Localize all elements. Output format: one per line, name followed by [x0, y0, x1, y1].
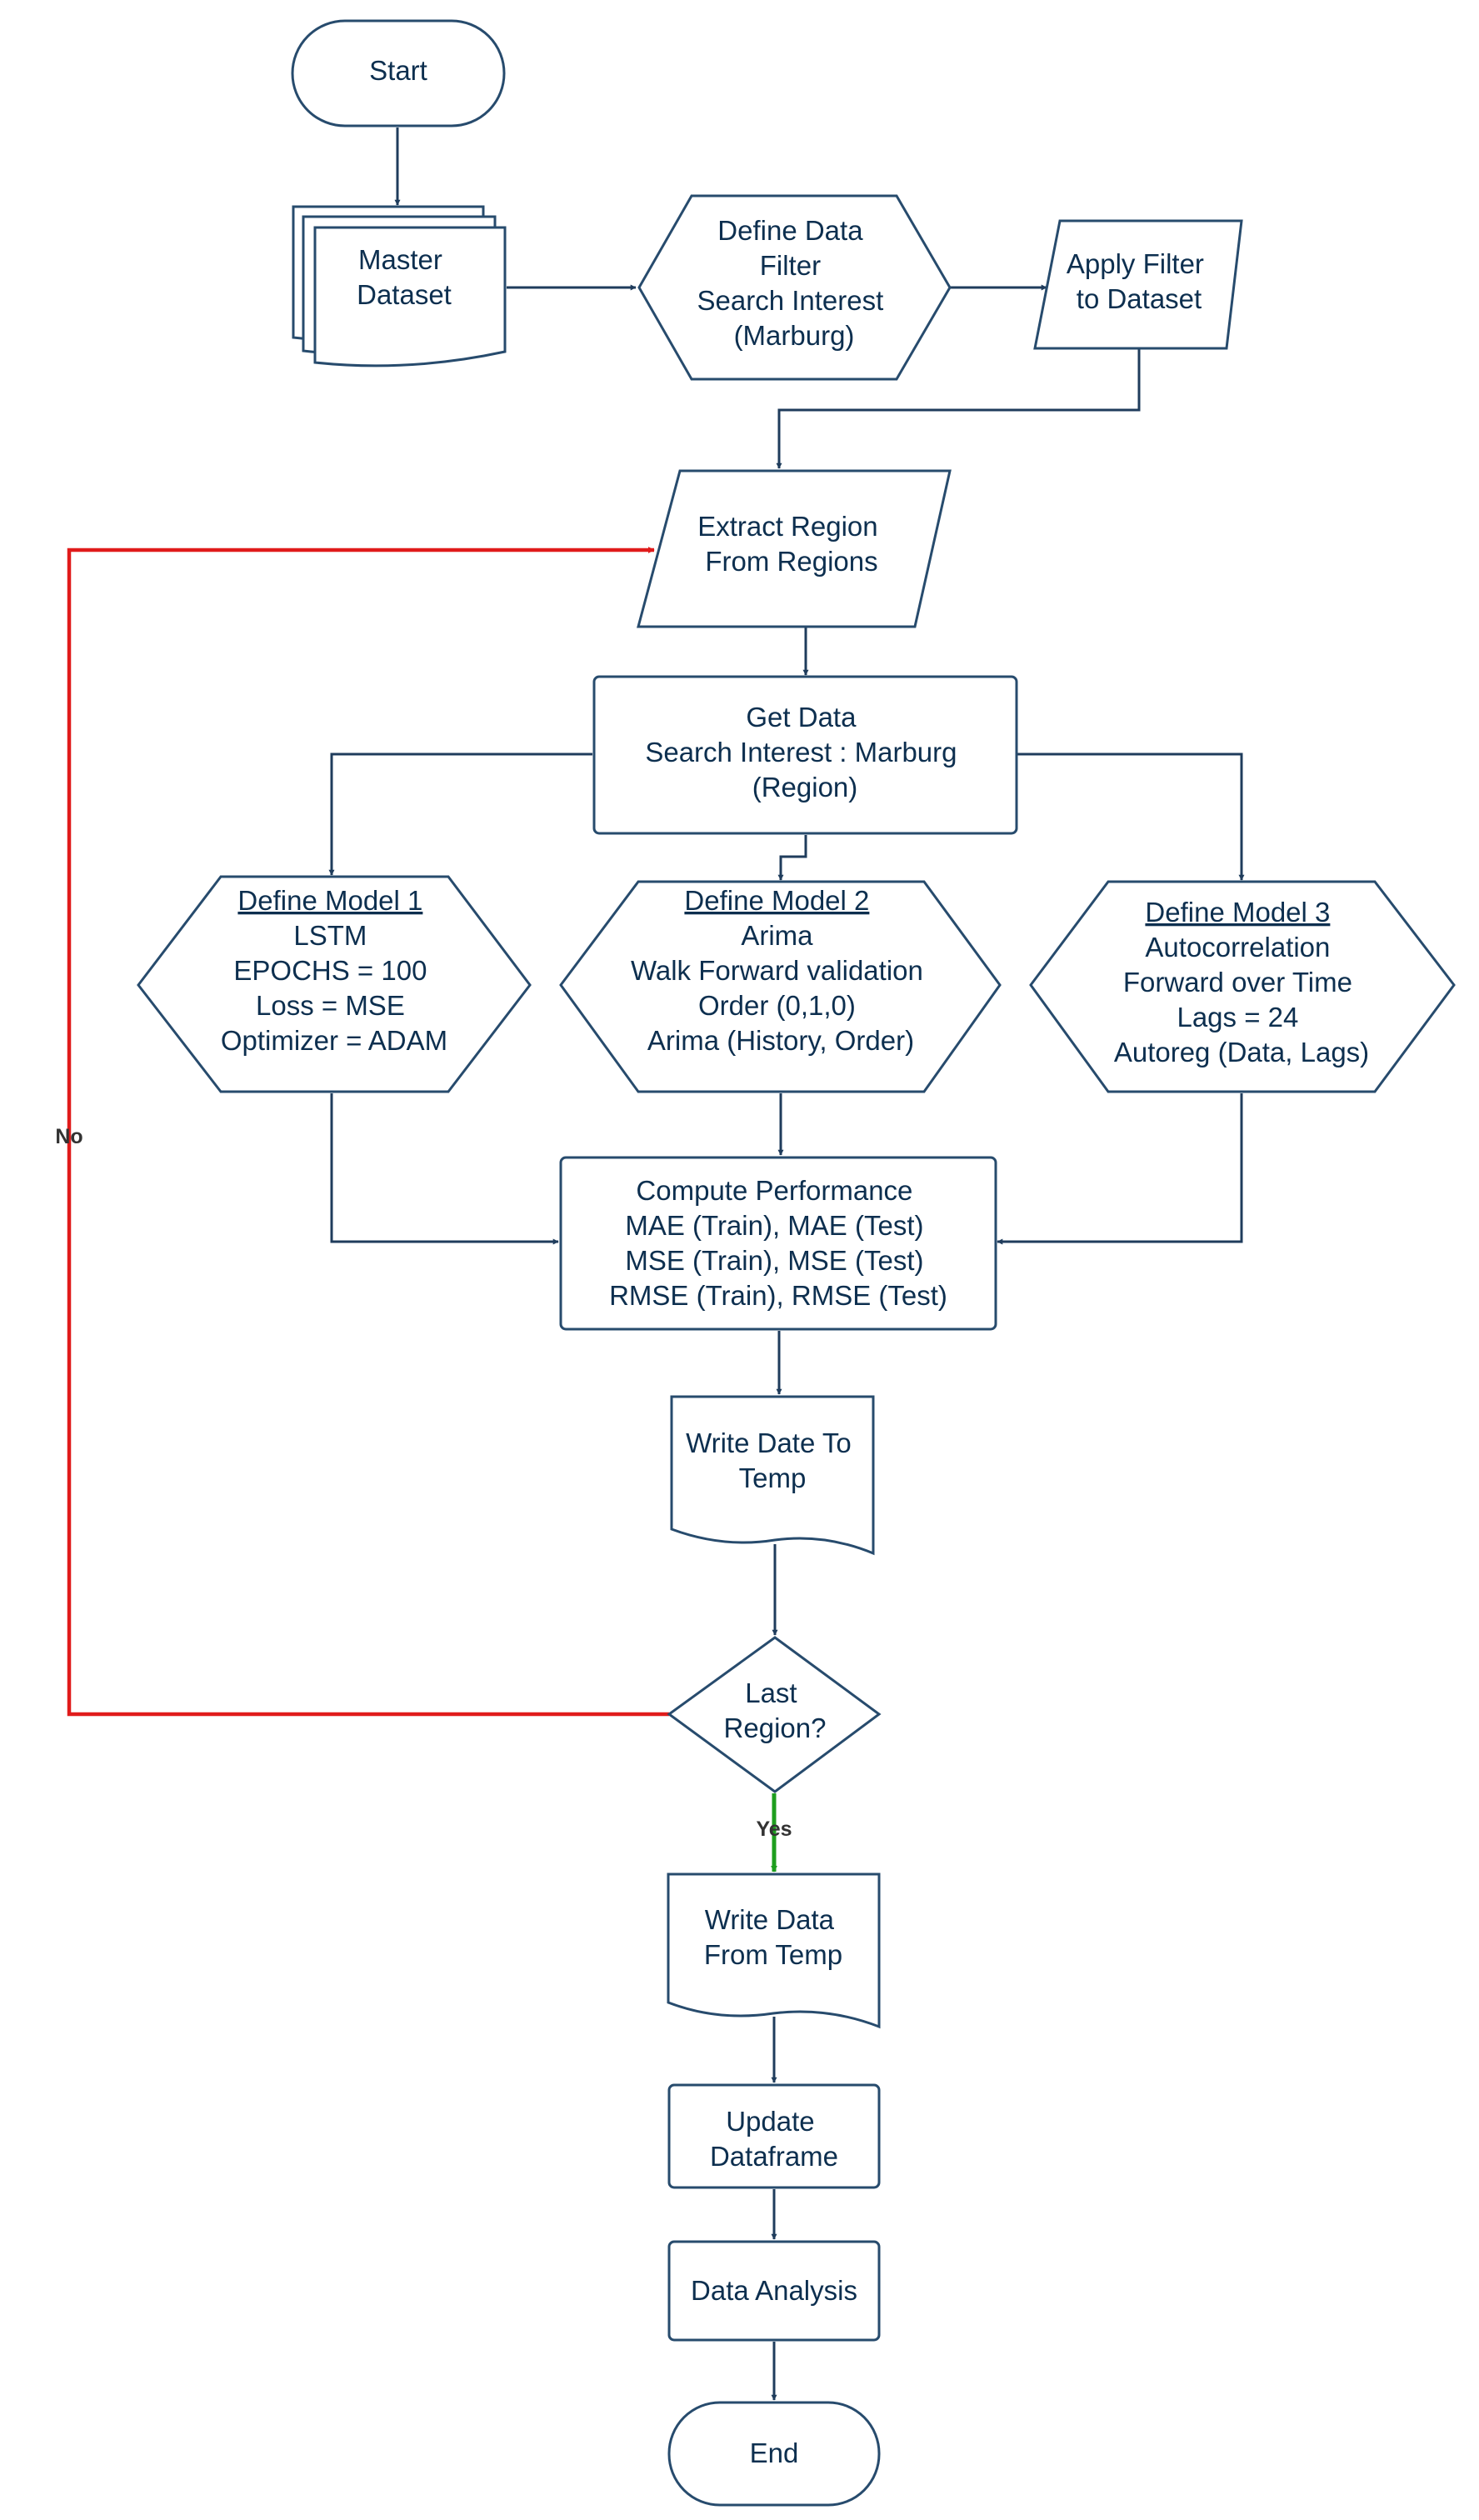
node-update-dataframe: Update Dataframe — [667, 2083, 881, 2189]
node-get-data: Get Data Search Interest : Marburg (Regi… — [592, 675, 1018, 835]
node-compute-performance: Compute Performance MAE (Train), MAE (Te… — [559, 1156, 997, 1331]
node-update-dataframe-label: Update Dataframe — [710, 2106, 838, 2172]
edge-label-yes: Yes — [756, 1818, 792, 1841]
edge-model3-to-compute — [997, 1093, 1243, 1245]
node-model3: Define Model 3 Autocorrelation Forward o… — [1029, 880, 1456, 1093]
node-last-region-label: Last Region? — [724, 1678, 827, 1743]
edge-getdata-to-model3 — [1017, 752, 1245, 881]
node-data-analysis: Data Analysis — [667, 2240, 881, 2342]
edge-getdata-to-model2 — [777, 835, 807, 881]
node-model1: Define Model 1 LSTM EPOCHS = 100 Loss = … — [137, 875, 532, 1093]
edges — [67, 128, 1245, 2401]
edge-apply-to-extract — [776, 348, 1141, 469]
edge-label-no: No — [55, 1125, 82, 1148]
node-write-temp: Write Date To Temp — [670, 1395, 875, 1556]
node-model1-label: Define Model 1 LSTM EPOCHS = 100 Loss = … — [221, 885, 447, 1056]
node-write-temp-label: Write Date To Temp — [686, 1428, 859, 1493]
node-data-analysis-label: Data Analysis — [691, 2275, 857, 2306]
node-write-from-temp-label: Write Data From Temp — [704, 1904, 842, 1970]
node-define-filter-label: Define Data Filter Search Interest (Marb… — [697, 215, 892, 351]
node-last-region: Last Region? — [667, 1636, 882, 1793]
node-model3-label: Define Model 3 Autocorrelation Forward o… — [1114, 897, 1369, 1068]
node-model2: Define Model 2 Arima Walk Forward valida… — [559, 880, 1002, 1093]
edge-no-loop — [67, 547, 669, 1717]
node-extract-region: Extract Region From Regions — [637, 469, 952, 628]
node-end-label: End — [750, 2438, 799, 2468]
node-extract-region-label: Extract Region From Regions — [697, 511, 886, 577]
node-start-label: Start — [369, 55, 427, 86]
node-compute-performance-label: Compute Performance MAE (Train), MAE (Te… — [609, 1175, 947, 1311]
node-model2-label: Define Model 2 Arima Walk Forward valida… — [631, 885, 931, 1056]
node-get-data-label: Get Data Search Interest : Marburg (Regi… — [645, 702, 964, 802]
edge-getdata-to-model1 — [328, 752, 592, 876]
node-apply-filter: Apply Filter to Dataset — [1033, 219, 1243, 350]
node-master-dataset-label: Master Dataset — [357, 244, 452, 310]
edge-model1-to-compute — [330, 1093, 559, 1245]
node-start: Start — [291, 19, 506, 128]
node-define-filter: Define Data Filter Search Interest (Marb… — [637, 194, 952, 381]
node-end: End — [667, 2401, 881, 2507]
node-master-dataset: Master Dataset — [292, 205, 507, 368]
node-write-from-temp: Write Data From Temp — [667, 1872, 881, 2029]
node-apply-filter-label: Apply Filter to Dataset — [1067, 248, 1212, 314]
